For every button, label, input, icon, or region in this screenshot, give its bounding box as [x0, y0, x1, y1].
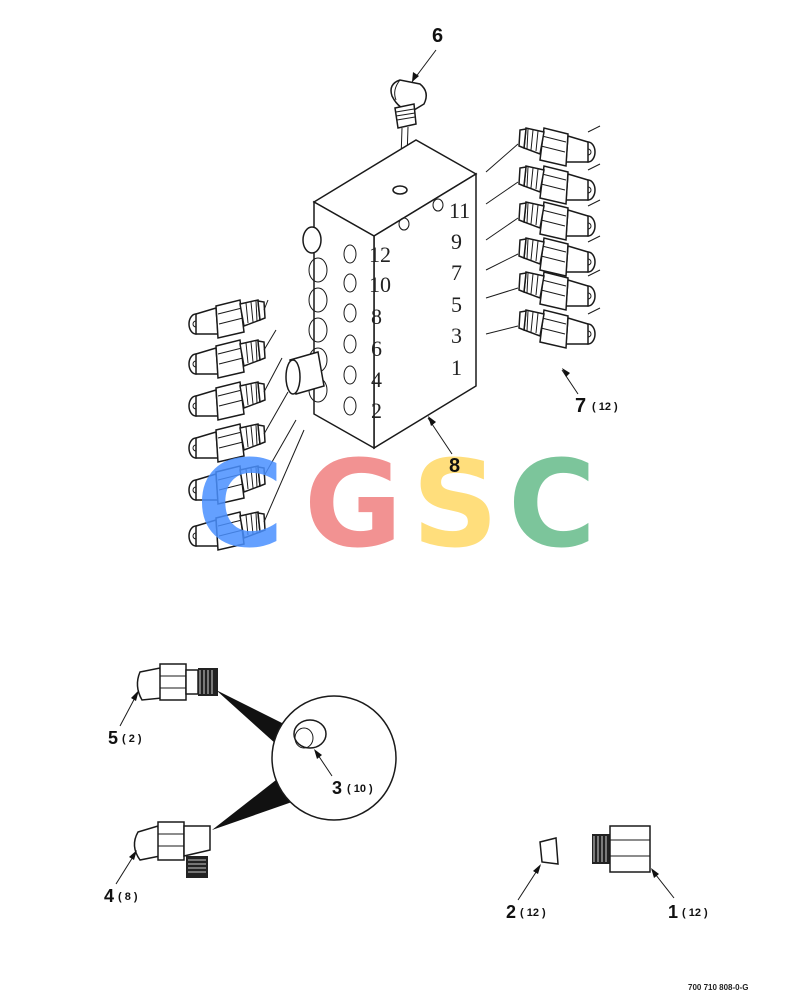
- port-number-2: 2: [371, 398, 382, 423]
- callout-8: 8: [449, 455, 460, 477]
- callout-5: 5: [108, 728, 118, 748]
- port-number-4: 4: [371, 367, 382, 392]
- right-fitting-group: [485, 125, 601, 349]
- callout-2: 2: [506, 902, 516, 922]
- right-fitting: [518, 271, 596, 311]
- right-fitting: [518, 127, 596, 167]
- port-number-5: 5: [451, 292, 462, 317]
- port-number-3: 3: [451, 323, 462, 348]
- drawing-code: 700 710 808-0-G: [688, 983, 749, 992]
- left-fitting: [188, 423, 266, 463]
- callout-5-qty: ( 2 ): [122, 733, 142, 745]
- left-fitting: [188, 511, 266, 551]
- callout-7: 7: [575, 395, 586, 417]
- watermark-letter-3: S: [412, 436, 498, 575]
- callout-4-qty: ( 8 ): [118, 891, 138, 903]
- callout-1-qty: ( 12 ): [682, 907, 708, 919]
- callout-3-qty: ( 10 ): [347, 783, 373, 795]
- port-number-1: 1: [451, 355, 462, 380]
- right-fitting: [518, 309, 596, 349]
- callout-1: 1: [668, 902, 678, 922]
- ferrule-sleeve: [539, 837, 559, 865]
- watermark-letter-2: G: [304, 436, 403, 575]
- elbow-union-fitting: [133, 821, 211, 878]
- straight-union-fitting: [136, 663, 218, 701]
- port-number-9: 9: [451, 229, 462, 254]
- right-fitting: [518, 237, 596, 277]
- watermark-letter-4: C: [508, 436, 596, 575]
- port-number-6: 6: [371, 336, 382, 361]
- watermark: C G S C: [196, 436, 596, 575]
- callout-4: 4: [104, 886, 114, 906]
- watermark-letter-1: C: [196, 436, 284, 575]
- port-number-12: 12: [369, 242, 391, 267]
- right-fitting: [518, 165, 596, 205]
- callout-7-qty: ( 12 ): [592, 401, 618, 413]
- left-fitting-group: [188, 299, 305, 551]
- callout-6: 6: [432, 25, 443, 47]
- callout-2-qty: ( 12 ): [520, 907, 546, 919]
- left-fitting: [188, 465, 266, 505]
- port-number-10: 10: [369, 272, 391, 297]
- port-number-11: 11: [449, 198, 470, 223]
- callout-3: 3: [332, 778, 342, 798]
- compression-nut: [592, 825, 651, 873]
- right-fitting: [518, 201, 596, 241]
- left-fitting: [188, 381, 266, 421]
- port-number-8: 8: [371, 304, 382, 329]
- left-fitting: [188, 339, 266, 379]
- manifold-block: 12 10 8 6 4 2 11 9 7 5 3 1: [285, 139, 478, 450]
- left-side-ports: [285, 226, 357, 416]
- detail-magnifier: [212, 690, 397, 830]
- left-fitting: [188, 299, 266, 339]
- port-number-7: 7: [451, 260, 462, 285]
